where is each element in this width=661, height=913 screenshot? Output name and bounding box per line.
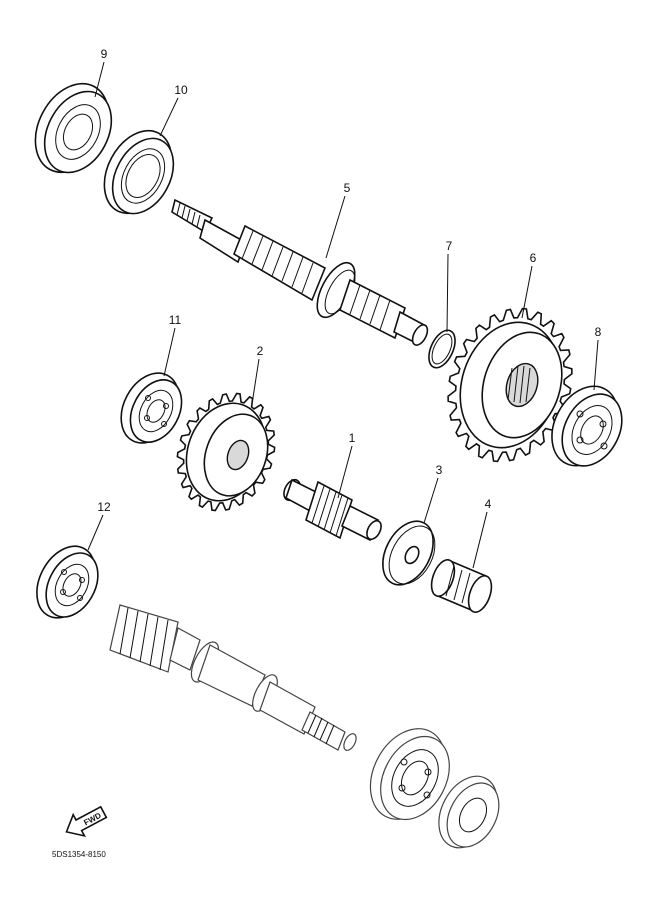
drawing-code: 5DS1354-8150 [52, 850, 106, 859]
leader-lines [87, 61, 599, 569]
part-7-circlip [428, 329, 456, 369]
callout-6: 6 [530, 251, 537, 265]
part-9-bearing [34, 82, 113, 174]
reference-bearing [369, 728, 450, 821]
callout-11: 11 [169, 313, 182, 327]
reference-drive-axle [109, 604, 357, 751]
part-5-main-axle [171, 198, 429, 346]
callout-7: 7 [446, 239, 453, 253]
callout-3: 3 [436, 463, 443, 477]
forward-arrow-icon: FWD [65, 805, 108, 838]
part-6-gear [447, 307, 573, 463]
callout-1: 1 [349, 431, 356, 445]
part-10-oil-seal [103, 129, 175, 215]
callout-4: 4 [485, 497, 492, 511]
part-8-bearing [551, 385, 623, 467]
callout-8: 8 [595, 325, 602, 339]
callout-2: 2 [257, 344, 264, 358]
callout-10: 10 [174, 83, 188, 97]
callouts: 9 10 5 7 6 8 11 2 1 3 4 12 [97, 47, 601, 514]
part-12-bearing [36, 545, 99, 619]
callout-5: 5 [344, 181, 351, 195]
part-2-gear [176, 392, 276, 512]
part-3-washer [382, 520, 436, 586]
callout-9: 9 [101, 47, 108, 61]
callout-12: 12 [97, 500, 111, 514]
reference-seal [438, 775, 500, 849]
part-4-needle-bearing [430, 558, 493, 614]
part-11-bearing [120, 372, 183, 444]
part-1-pinion [283, 478, 382, 542]
